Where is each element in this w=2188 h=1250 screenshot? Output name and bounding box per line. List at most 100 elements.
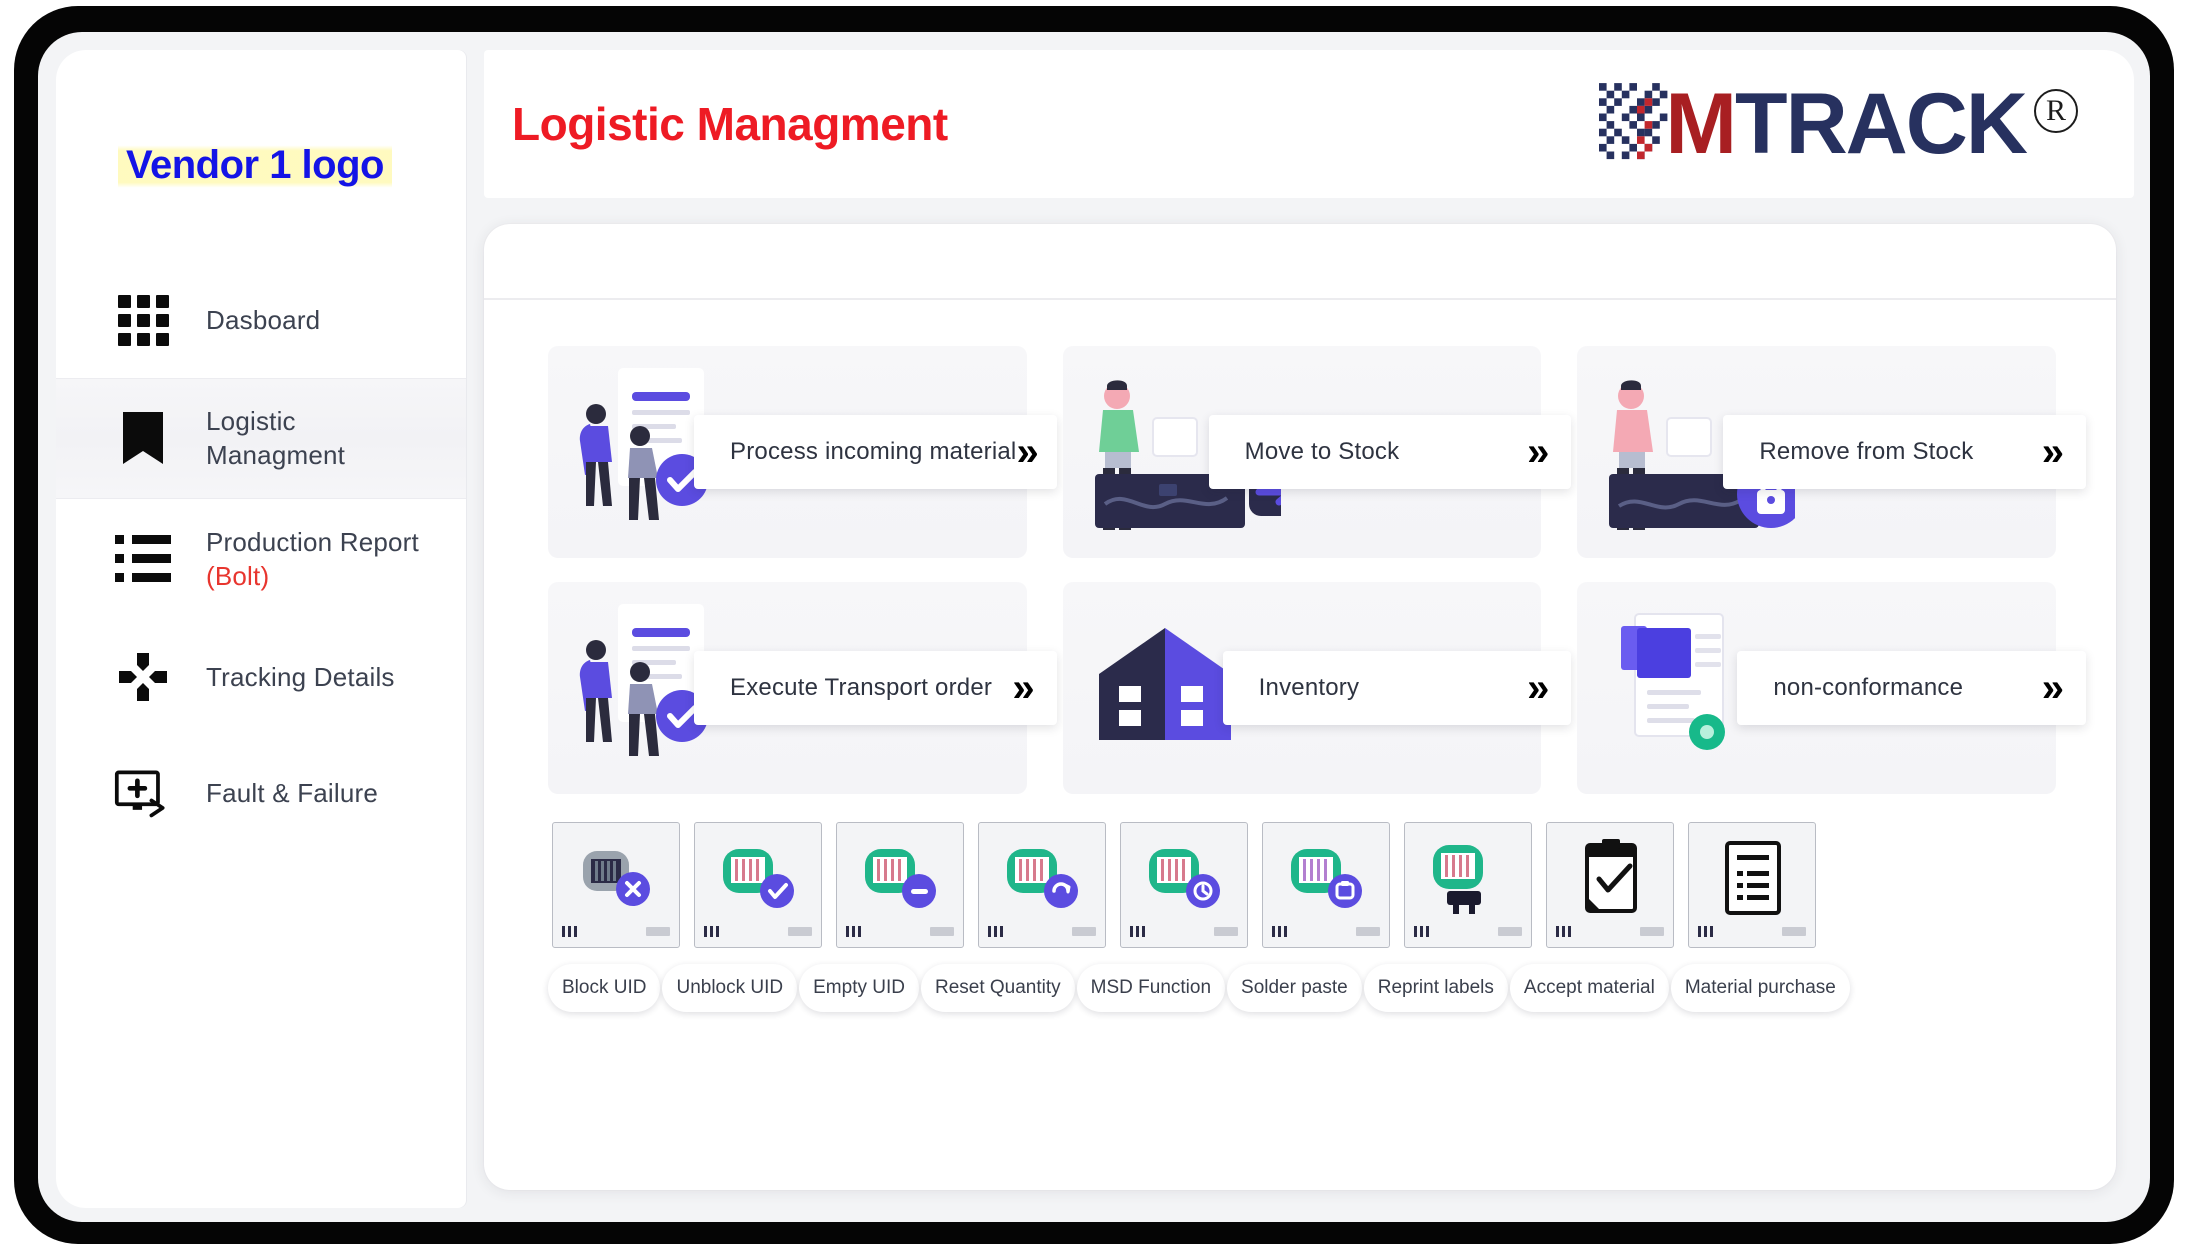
- mini-tag-icon: [1072, 927, 1096, 936]
- mini-tag-icon: [646, 927, 670, 936]
- mtrack-logo: MTRACK R: [1599, 81, 2078, 167]
- mini-tag-icon: [1640, 927, 1664, 936]
- sidebar-item-label: Tracking Details: [206, 662, 395, 693]
- barcode-green-refresh-icon: [979, 823, 1105, 947]
- tablet-screen: Vendor 1 logo Dasboard Logistic Managmen…: [38, 32, 2150, 1222]
- mini-barcode-icon: [846, 926, 861, 937]
- clipboard-check-icon: [1547, 823, 1673, 947]
- vendor-logo-text: Vendor 1 logo: [118, 138, 392, 192]
- tile-reprint-labels[interactable]: [1404, 822, 1532, 948]
- sidebar-item-label: Logistic Managment: [206, 406, 346, 471]
- card-label: Execute Transport order: [730, 674, 993, 701]
- mini-barcode-icon: [1414, 926, 1429, 937]
- card-remove-from-stock[interactable]: Remove from Stock »: [1577, 346, 2087, 558]
- card-label: Inventory: [1258, 674, 1360, 701]
- mini-barcode-icon: [1272, 926, 1287, 937]
- sidebar-item-label-accent: (Bolt): [206, 560, 270, 591]
- documents-green-dot-illustration: [1595, 598, 1795, 782]
- tile-msd-function[interactable]: [1120, 822, 1248, 948]
- panel-body: Process incoming material »: [484, 300, 2116, 1190]
- tile-solder-paste[interactable]: [1262, 822, 1390, 948]
- barcode-green-clock-icon: [1121, 823, 1247, 947]
- people-document-check-illustration: [566, 598, 766, 782]
- card-non-conformance[interactable]: non-conformance »: [1577, 582, 2087, 794]
- action-card-row: Execute Transport order »: [548, 582, 2087, 794]
- datamatrix-icon: [1599, 82, 1676, 163]
- card-inventory[interactable]: Inventory »: [1062, 582, 1572, 794]
- card-execute-transport-order[interactable]: Execute Transport order »: [548, 582, 1057, 794]
- mini-barcode-icon: [1556, 926, 1571, 937]
- chevron-double-right-icon: »: [1016, 430, 1038, 474]
- grid-icon: [114, 291, 172, 349]
- sidebar-item-tracking-details[interactable]: Tracking Details: [56, 619, 466, 735]
- sidebar-item-fault-failure[interactable]: Fault & Failure: [56, 735, 466, 851]
- people-document-check-illustration: [566, 362, 766, 546]
- quick-action-labels: Block UID Unblock UID Empty UID Reset Qu…: [548, 964, 2056, 1012]
- label-unblock-uid[interactable]: Unblock UID: [662, 964, 798, 1012]
- sidebar-item-label: Fault & Failure: [206, 778, 379, 809]
- mini-tag-icon: [930, 927, 954, 936]
- barcode-grey-x-icon: [553, 823, 679, 947]
- tile-footer: [1556, 926, 1664, 937]
- label-reprint-labels[interactable]: Reprint labels: [1363, 964, 1508, 1012]
- card-pill[interactable]: Remove from Stock »: [1723, 415, 2087, 489]
- barcode-green-minus-icon: [837, 823, 963, 947]
- card-label: Process incoming material: [730, 438, 1017, 465]
- sidebar-nav: Dasboard Logistic Managment Production R…: [56, 262, 466, 851]
- action-card-row: Process incoming material »: [548, 346, 2087, 558]
- label-block-uid[interactable]: Block UID: [548, 964, 661, 1012]
- mini-barcode-icon: [1698, 926, 1713, 937]
- tile-block-uid[interactable]: [552, 822, 680, 948]
- quick-action-tiles-block: Block UID Unblock UID Empty UID Reset Qu…: [548, 822, 2056, 1012]
- mini-tag-icon: [1782, 927, 1806, 936]
- card-pill[interactable]: non-conformance »: [1737, 651, 2087, 725]
- quick-action-tiles: [548, 822, 2056, 948]
- card-pill[interactable]: Execute Transport order »: [694, 651, 1057, 725]
- tile-empty-uid[interactable]: [836, 822, 964, 948]
- sidebar-item-logistic-managment[interactable]: Logistic Managment: [56, 378, 466, 499]
- mini-barcode-icon: [562, 926, 577, 937]
- chevron-double-right-icon: »: [1012, 666, 1034, 710]
- tile-footer: [846, 926, 954, 937]
- mini-tag-icon: [1356, 927, 1380, 936]
- label-reset-quantity[interactable]: Reset Quantity: [920, 964, 1075, 1012]
- tile-footer: [1272, 926, 1380, 937]
- tile-material-purchase[interactable]: [1688, 822, 1816, 948]
- content-area: Logistic Managment: [466, 50, 2134, 1208]
- tile-reset-quantity[interactable]: [978, 822, 1106, 948]
- registered-trademark-icon: R: [2034, 88, 2078, 133]
- sidebar-item-label: Production Report (Bolt): [206, 526, 419, 591]
- tablet-bezel: Vendor 1 logo Dasboard Logistic Managmen…: [14, 6, 2174, 1244]
- tile-unblock-uid[interactable]: [694, 822, 822, 948]
- chevron-double-right-icon: »: [2041, 430, 2064, 474]
- sidebar-item-dasboard[interactable]: Dasboard: [56, 262, 466, 378]
- brand-track: TRACK: [1735, 75, 2028, 172]
- document-list-icon: [1689, 823, 1815, 947]
- card-pill[interactable]: Inventory »: [1222, 651, 1572, 725]
- vendor-logo: Vendor 1 logo: [56, 96, 466, 234]
- barcode-green-printer-icon: [1405, 823, 1531, 947]
- main-panel: Process incoming material »: [484, 224, 2116, 1190]
- tile-footer: [988, 926, 1096, 937]
- brand-wordmark: MTRACK: [1665, 81, 2028, 167]
- card-move-to-stock[interactable]: Move to Stock »: [1062, 346, 1572, 558]
- label-empty-uid[interactable]: Empty UID: [799, 964, 919, 1012]
- page-title: Logistic Managment: [512, 98, 948, 150]
- label-material-purchase[interactable]: Material purchase: [1670, 964, 1850, 1012]
- top-header: Logistic Managment: [484, 50, 2134, 198]
- tile-accept-material[interactable]: [1546, 822, 1674, 948]
- sidebar: Vendor 1 logo Dasboard Logistic Managmen…: [56, 50, 466, 1208]
- mini-tag-icon: [1498, 927, 1522, 936]
- label-accept-material[interactable]: Accept material: [1509, 964, 1669, 1012]
- barcode-green-paste-icon: [1263, 823, 1389, 947]
- sidebar-item-label: Dasboard: [206, 304, 321, 335]
- label-msd-function[interactable]: MSD Function: [1076, 964, 1226, 1012]
- card-label: Remove from Stock: [1759, 438, 1974, 465]
- card-pill[interactable]: Move to Stock »: [1208, 415, 1572, 489]
- label-solder-paste[interactable]: Solder paste: [1227, 964, 1362, 1012]
- card-process-incoming-material[interactable]: Process incoming material »: [548, 346, 1057, 558]
- card-pill[interactable]: Process incoming material »: [694, 415, 1057, 489]
- tile-footer: [1414, 926, 1522, 937]
- mini-barcode-icon: [704, 926, 719, 937]
- sidebar-item-production-report[interactable]: Production Report (Bolt): [56, 499, 466, 620]
